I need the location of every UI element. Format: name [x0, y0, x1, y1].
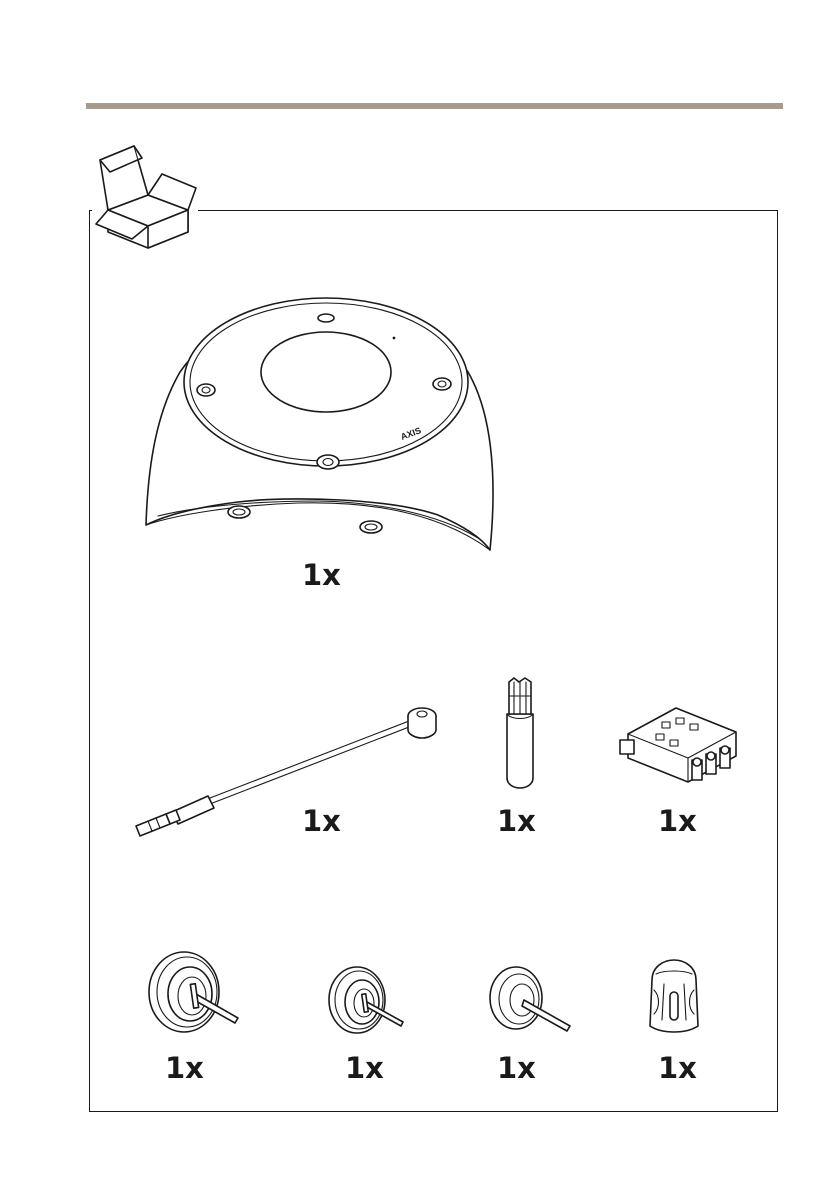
- torx-bit-quantity: 1x: [497, 807, 536, 836]
- cable-gasket-large-quantity: 1x: [165, 1054, 204, 1083]
- cable-gasket-large-illustration: [146, 938, 242, 1034]
- cable-gasket-small-quantity: 1x: [497, 1054, 536, 1083]
- cable-gasket-medium-illustration: [325, 960, 405, 1036]
- torx-bit-illustration: [497, 676, 543, 790]
- cable-gasket-small-illustration: [488, 962, 572, 1038]
- cable-gasket-cap-illustration: [646, 956, 702, 1036]
- open-box-icon: [92, 128, 198, 252]
- cable-gasket-cap-quantity: 1x: [658, 1054, 697, 1083]
- header-rule: [86, 103, 783, 109]
- camera-quantity: 1x: [302, 561, 341, 590]
- terminal-block-illustration: [618, 700, 742, 786]
- camera-illustration: AXIS: [138, 300, 498, 558]
- audio-cable-illustration: [132, 690, 444, 838]
- audio-cable-quantity: 1x: [302, 807, 341, 836]
- terminal-block-quantity: 1x: [658, 807, 697, 836]
- cable-gasket-medium-quantity: 1x: [345, 1054, 384, 1083]
